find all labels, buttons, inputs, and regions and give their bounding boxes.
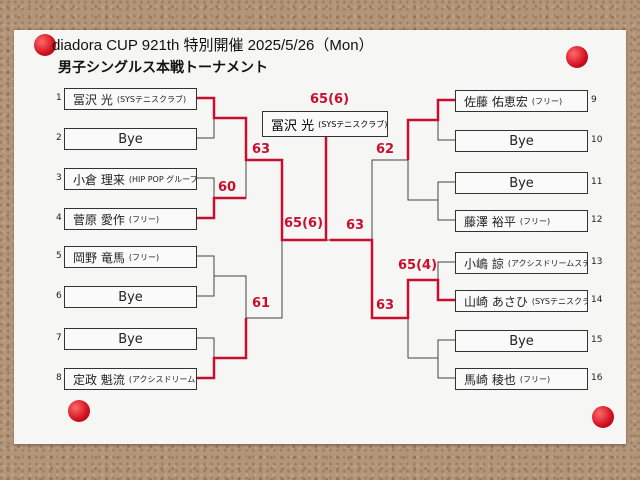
seed-number: 3 (56, 173, 62, 183)
seed-number: 8 (56, 373, 62, 383)
player-name: Bye (509, 333, 534, 349)
champion-box: 冨沢 光 (SYSテニスクラブ) (262, 111, 388, 137)
seed-number: 10 (591, 135, 603, 145)
player-name: 岡野 竜馬 (73, 250, 125, 265)
pushpin-icon (68, 400, 90, 422)
player-team: (フリー) (128, 214, 160, 224)
player-name: 小嶋 諒 (464, 256, 504, 271)
seed-number: 7 (56, 333, 62, 343)
player-name: 菅原 愛作 (73, 212, 125, 227)
player-name: 冨沢 光 (73, 92, 113, 107)
seed-number: 2 (56, 133, 62, 143)
pushpin-icon (592, 406, 614, 428)
player-entry: 馬崎 稜也 (フリー) (455, 368, 588, 390)
match-score: 63 (376, 298, 395, 313)
seed-number: 12 (591, 215, 603, 225)
seed-number: 16 (591, 373, 603, 383)
player-name: Bye (118, 331, 143, 347)
player-team: (SYSテニスクラブ) (531, 296, 587, 306)
player-entry: 山崎 あさひ (SYSテニスクラブ) (455, 290, 588, 312)
match-score: 65(4) (398, 258, 438, 273)
player-name: 佐藤 佑恵宏 (464, 94, 528, 109)
seed-number: 9 (591, 95, 597, 105)
match-score: 60 (218, 180, 237, 195)
player-entry: 小倉 理来 (HIP POP グループ) (64, 168, 197, 190)
seed-number: 11 (591, 177, 603, 187)
player-entry: 菅原 愛作 (フリー) (64, 208, 197, 230)
player-name: 山崎 あさひ (464, 294, 528, 309)
player-name: 定政 魁流 (73, 372, 125, 387)
player-entry-bye: Bye (455, 330, 588, 352)
seed-number: 15 (591, 335, 603, 345)
player-team: (アクシスドリームステージ) (128, 374, 196, 384)
player-name: Bye (118, 131, 143, 147)
final-score: 65(6) (310, 92, 350, 107)
player-entry-bye: Bye (64, 128, 197, 150)
seed-number: 14 (591, 295, 603, 305)
player-entry-bye: Bye (64, 328, 197, 350)
seed-number: 1 (56, 93, 62, 103)
bracket-subtitle: 男子シングルス本戦トーナメント (58, 60, 268, 76)
player-team: (フリー) (531, 96, 563, 106)
player-team: (フリー) (519, 374, 551, 384)
page-title: diadora CUP 921th 特別開催 2025/5/26（Mon） (52, 37, 374, 54)
seed-number: 6 (56, 291, 62, 301)
player-entry: 定政 魁流 (アクシスドリームステージ) (64, 368, 197, 390)
seed-number: 4 (56, 213, 62, 223)
player-team: (フリー) (519, 216, 551, 226)
match-score: 61 (252, 296, 271, 311)
player-team: (アクシスドリームステージ) (507, 258, 587, 268)
champion-name: 冨沢 光 (271, 118, 315, 134)
player-name: 馬崎 稜也 (464, 372, 516, 387)
player-entry: 冨沢 光 (SYSテニスクラブ) (64, 88, 197, 110)
player-entry: 佐藤 佑恵宏 (フリー) (455, 90, 588, 112)
seed-number: 13 (591, 257, 603, 267)
player-team: (SYSテニスクラブ) (116, 94, 187, 104)
player-team: (HIP POP グループ) (128, 174, 197, 184)
player-name: Bye (118, 289, 143, 305)
match-score: 63 (346, 218, 365, 233)
champion-team: (SYSテニスクラブ) (318, 119, 388, 129)
player-name: 藤澤 裕平 (464, 214, 516, 229)
player-entry-bye: Bye (64, 286, 197, 308)
match-score: 65(6) (284, 216, 324, 231)
player-entry-bye: Bye (455, 172, 588, 194)
match-score: 62 (376, 142, 395, 157)
seed-number: 5 (56, 251, 62, 261)
match-score: 63 (252, 142, 271, 157)
player-name: 小倉 理来 (73, 172, 125, 187)
pushpin-icon (34, 34, 56, 56)
player-entry: 藤澤 裕平 (フリー) (455, 210, 588, 232)
pushpin-icon (566, 46, 588, 68)
player-name: Bye (509, 133, 534, 149)
player-name: Bye (509, 175, 534, 191)
player-entry-bye: Bye (455, 130, 588, 152)
player-team: (フリー) (128, 252, 160, 262)
player-entry: 小嶋 諒 (アクシスドリームステージ) (455, 252, 588, 274)
player-entry: 岡野 竜馬 (フリー) (64, 246, 197, 268)
